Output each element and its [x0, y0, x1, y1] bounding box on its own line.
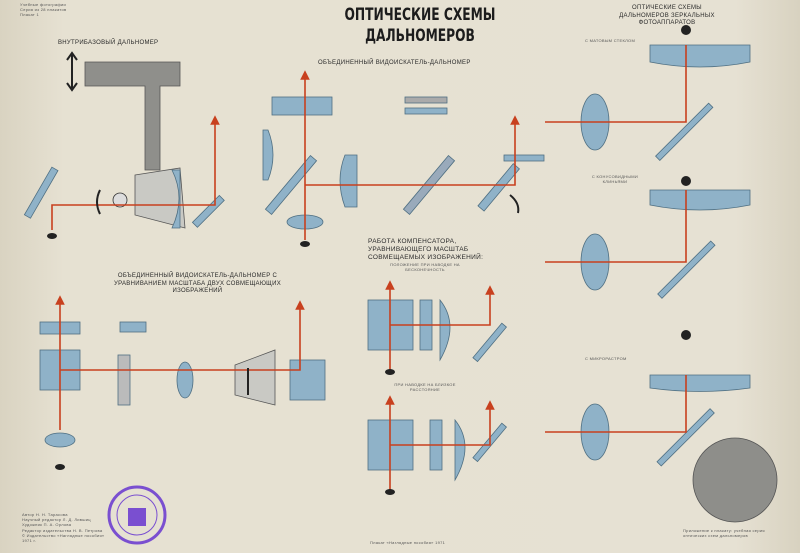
label-internal-base: ВНУТРИБАЗОВЫЙ ДАЛЬНОМЕР — [58, 40, 159, 46]
label-combined-scale: ОБЪЕДИНЕННЫЙ ВИДОИСКАТЕЛЬ-ДАЛЬНОМЕР С УР… — [113, 273, 282, 294]
credit-line: Автор Н. Н. Тарасова — [22, 512, 68, 517]
series-line: Серия из 28 плакатов — [20, 7, 67, 13]
rotating-wedge — [234, 349, 276, 406]
plate-glass — [404, 107, 448, 115]
credit-line: Редактор издательства Н. В. Петрова — [22, 527, 103, 533]
lens — [176, 361, 194, 399]
credit-line: © Издательство «Наглядные пособия» 1971 … — [22, 532, 105, 543]
compensator-infinity — [367, 298, 508, 363]
credits: Автор Н. Н. Тарасова Научный редактор Л.… — [22, 512, 112, 543]
slr-microraster — [580, 374, 778, 523]
microraster-magnified — [692, 437, 778, 523]
museum-stamp — [107, 485, 167, 545]
footer-center: Плакат «Наглядные пособия» 1971 — [370, 540, 446, 545]
slr-matte — [580, 44, 751, 161]
label-infinity: ПОЛОЖЕНИЕ ПРИ НАВОДКЕ НА БЕСКОНЕЧНОСТЬ — [390, 262, 460, 273]
poster-title: ОПТИЧЕСКИЕ СХЕМЫ ДАЛЬНОМЕРОВ — [344, 5, 496, 47]
series-info: Учебные фотографии Серия из 28 плакатов … — [20, 2, 90, 18]
mirror — [191, 194, 225, 228]
series-line: Учебные фотографии — [20, 2, 67, 7]
lens — [171, 169, 181, 229]
label-close: ПРИ НАВОДКЕ НА БЛИЗКОЕ РАССТОЯНИЕ — [394, 382, 456, 393]
light-rays — [51, 45, 687, 490]
mirror — [657, 240, 716, 299]
credit-line: Научный редактор Л. Д. Лившиц — [22, 517, 91, 523]
label-matte: С МАТОВЫМ СТЕКЛОМ — [585, 38, 636, 43]
lens — [339, 154, 358, 208]
window — [503, 154, 545, 162]
combined-finder-scale — [39, 321, 326, 448]
mirror — [472, 322, 508, 363]
footer-right: Приложение к плакату: учебная серия опти… — [683, 528, 765, 539]
eyepiece — [44, 432, 76, 448]
combined-finder — [262, 96, 545, 230]
rotating-mirror — [477, 163, 520, 212]
pivot-prism — [134, 167, 186, 229]
credit-line: Художник П. А. Орлова — [22, 522, 72, 528]
mirror — [656, 408, 715, 467]
wedge-glass — [649, 189, 751, 211]
label-microraster: С МИКРОРАСТРОМ — [585, 356, 627, 361]
slr-wedges — [580, 189, 751, 299]
lens — [454, 418, 466, 482]
matte-glass — [649, 44, 751, 68]
mirror — [23, 166, 59, 219]
series-line: Плакат 1 — [20, 12, 39, 18]
lens — [439, 298, 451, 362]
label-compensator: РАБОТА КОМПЕНСАТОРА, УРАВНИВАЮЩЕГО МАСШТ… — [368, 238, 484, 262]
pivot-circle — [112, 192, 128, 208]
internal-base-rangefinder — [23, 61, 225, 229]
lens — [262, 129, 274, 181]
motion-arrows — [66, 51, 520, 395]
plate — [404, 96, 448, 104]
compensator-close — [367, 418, 508, 482]
front-window — [271, 96, 333, 116]
beam-splitter — [264, 155, 318, 215]
movable-t-block — [84, 61, 181, 171]
microraster-glass — [649, 374, 751, 392]
right-header: ОПТИЧЕСКИЕ СХЕМЫ ДАЛЬНОМЕРОВ ЗЕРКАЛЬНЫХ … — [619, 5, 715, 26]
eye-icons — [47, 25, 691, 495]
label-combined: ОБЪЕДИНЕННЫЙ ВИДОИСКАТЕЛЬ-ДАЛЬНОМЕР — [318, 60, 471, 66]
plate — [117, 354, 131, 406]
prism-block — [289, 359, 326, 401]
window — [119, 321, 147, 333]
label-wedges: С КОНУСОВИДНЫМИ КЛИНЬЯМИ — [591, 174, 639, 185]
mirror — [655, 102, 714, 161]
